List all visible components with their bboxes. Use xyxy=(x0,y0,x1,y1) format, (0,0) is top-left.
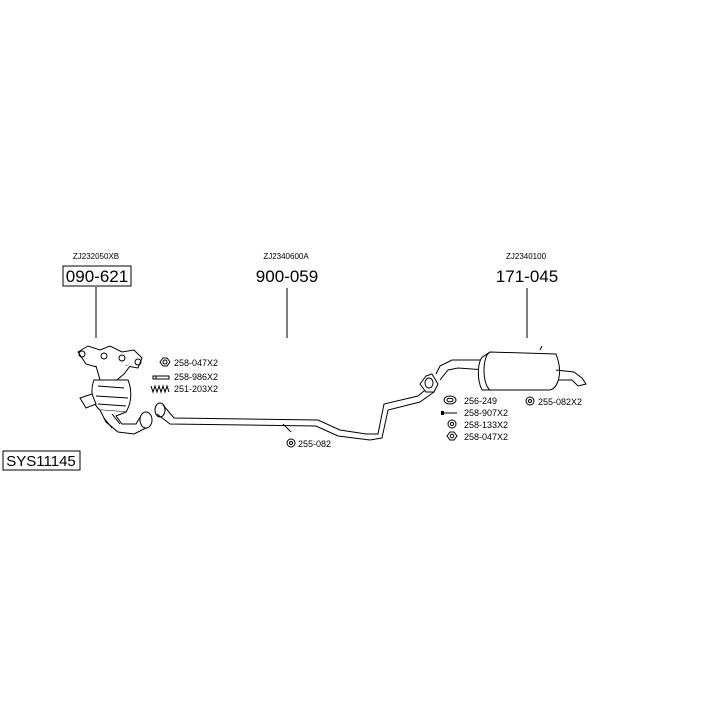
fitting-label-f5[interactable]: 256-249 xyxy=(464,396,497,406)
part-box-catalyst xyxy=(62,265,132,287)
rubber-hanger-icon xyxy=(525,396,535,406)
part-number-rear-silencer[interactable]: 171-045 xyxy=(496,267,558,286)
fitting-label-f6[interactable]: 258-907X2 xyxy=(464,408,508,418)
gasket-ring-icon xyxy=(443,395,457,405)
nut-icon xyxy=(446,431,458,441)
system-code-box xyxy=(2,450,81,471)
oem-ref-catalyst: ZJ232050XB xyxy=(73,252,119,261)
fitting-label-f2[interactable]: 258-986X2 xyxy=(174,372,218,382)
fitting-label-f3[interactable]: 251-203X2 xyxy=(174,384,218,394)
rear-silencer-drawing xyxy=(419,345,587,393)
bolt-icon xyxy=(441,411,457,415)
rubber-hanger-icon xyxy=(286,438,296,448)
nut-icon xyxy=(159,357,171,367)
washer-icon xyxy=(447,419,457,429)
fitting-label-f1[interactable]: 258-047X2 xyxy=(174,358,218,368)
part-number-catalyst[interactable]: 090-621 xyxy=(66,267,128,286)
fitting-label-f7[interactable]: 258-133X2 xyxy=(464,420,508,430)
fitting-label-f8[interactable]: 258-047X2 xyxy=(464,432,508,442)
stud-icon xyxy=(152,375,170,380)
system-code[interactable]: SYS11145 xyxy=(6,453,76,470)
spring-icon xyxy=(150,384,170,394)
catalyst-manifold-drawing xyxy=(77,345,153,435)
fitting-label-f4[interactable]: 255-082 xyxy=(298,439,331,449)
fitting-label-f9[interactable]: 255-082X2 xyxy=(538,397,582,407)
part-number-centre-pipe[interactable]: 900-059 xyxy=(256,267,318,286)
oem-ref-rear-silencer: ZJ2340100 xyxy=(506,252,547,261)
oem-ref-centre-pipe: ZJ2340600A xyxy=(263,252,309,261)
centre-pipe-drawing xyxy=(154,385,435,441)
